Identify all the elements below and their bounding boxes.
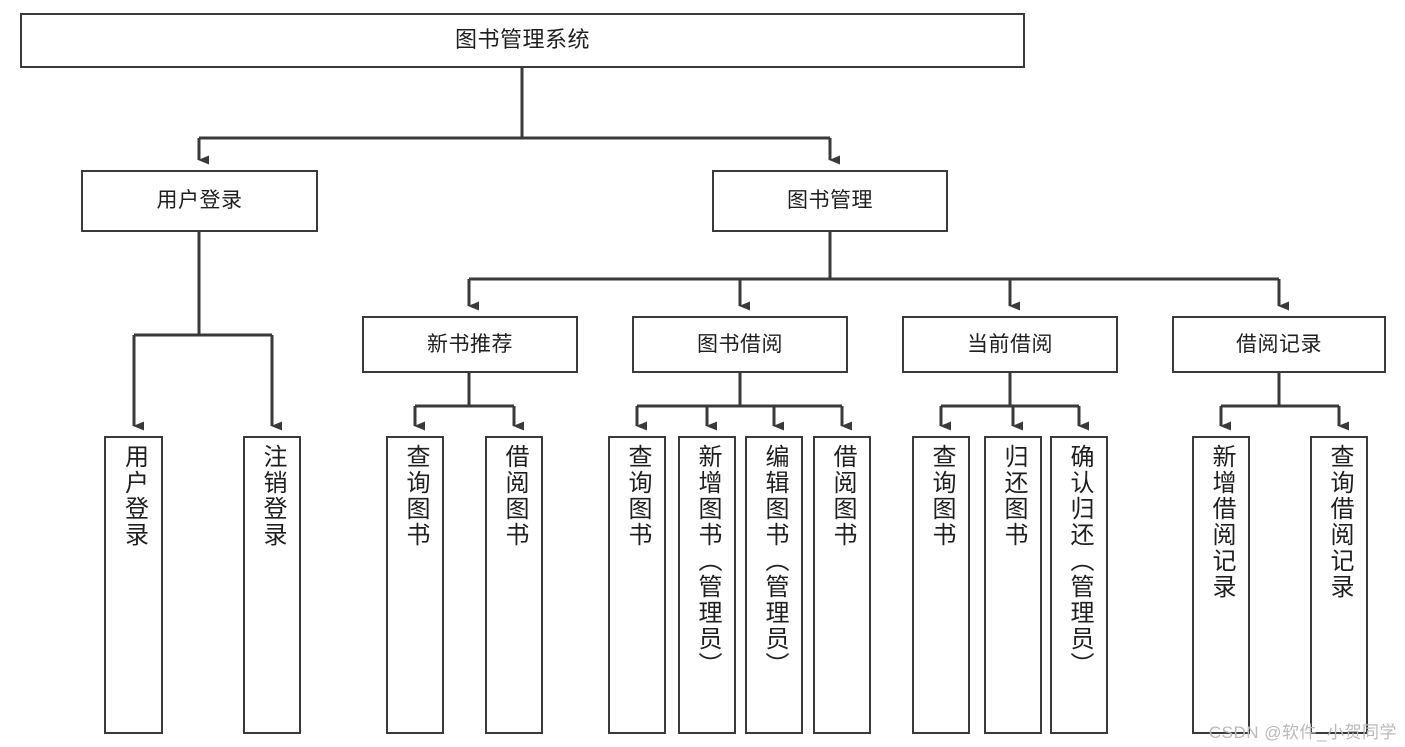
leaf-query-book-label: 查询图书	[624, 444, 651, 548]
node-new-book-recommend[interactable]: 新书推荐	[362, 316, 578, 373]
leaf-query-book-current[interactable]: 查询图书	[912, 436, 970, 734]
leaf-add-borrow-record[interactable]: 新增借阅记录	[1192, 436, 1250, 734]
leaf-confirm-return-admin[interactable]: 确认归还（管理员）	[1050, 436, 1108, 734]
node-user-login-label: 用户登录	[156, 189, 243, 213]
leaf-query-borrow-record[interactable]: 查询借阅记录	[1310, 436, 1368, 734]
leaf-query-book-recommend[interactable]: 查询图书	[386, 436, 444, 734]
node-new-book-recommend-label: 新书推荐	[427, 332, 513, 356]
node-book-management-label: 图书管理	[787, 189, 873, 213]
node-current-borrow-label: 当前借阅	[967, 332, 1053, 356]
node-book-borrow[interactable]: 图书借阅	[632, 316, 848, 373]
leaf-query-book-current-label: 查询图书	[928, 444, 955, 548]
node-root[interactable]: 图书管理系统	[20, 13, 1025, 68]
leaf-borrow-book[interactable]: 借阅图书	[813, 436, 871, 734]
leaf-borrow-book-label: 借阅图书	[829, 444, 856, 548]
leaf-query-book-recommend-label: 查询图书	[402, 444, 429, 548]
leaf-return-book-label: 归还图书	[1000, 444, 1027, 548]
leaf-add-borrow-record-label: 新增借阅记录	[1208, 444, 1235, 600]
leaf-user-login[interactable]: 用户登录	[104, 436, 163, 734]
leaf-confirm-return-admin-label: 确认归还（管理员）	[1066, 444, 1093, 678]
leaf-borrow-book-recommend-label: 借阅图书	[501, 444, 528, 548]
leaf-borrow-book-recommend[interactable]: 借阅图书	[485, 436, 543, 734]
node-borrow-record-label: 借阅记录	[1236, 332, 1322, 356]
leaf-edit-book-admin-label: 编辑图书（管理员）	[761, 444, 788, 678]
node-book-management[interactable]: 图书管理	[712, 170, 948, 232]
leaf-add-book-admin[interactable]: 新增图书（管理员）	[678, 436, 736, 734]
leaf-return-book[interactable]: 归还图书	[984, 436, 1042, 734]
node-root-label: 图书管理系统	[454, 27, 590, 53]
leaf-query-book[interactable]: 查询图书	[608, 436, 666, 734]
node-user-login[interactable]: 用户登录	[81, 170, 318, 232]
leaf-query-borrow-record-label: 查询借阅记录	[1326, 444, 1353, 600]
node-current-borrow[interactable]: 当前借阅	[902, 316, 1118, 373]
leaf-user-login-label: 用户登录	[120, 444, 148, 548]
leaf-add-book-admin-label: 新增图书（管理员）	[694, 444, 721, 678]
node-borrow-record[interactable]: 借阅记录	[1172, 316, 1386, 373]
node-book-borrow-label: 图书借阅	[697, 332, 783, 356]
leaf-logout-label: 注销登录	[259, 444, 286, 548]
leaf-logout[interactable]: 注销登录	[243, 436, 301, 734]
leaf-edit-book-admin[interactable]: 编辑图书（管理员）	[745, 436, 803, 734]
